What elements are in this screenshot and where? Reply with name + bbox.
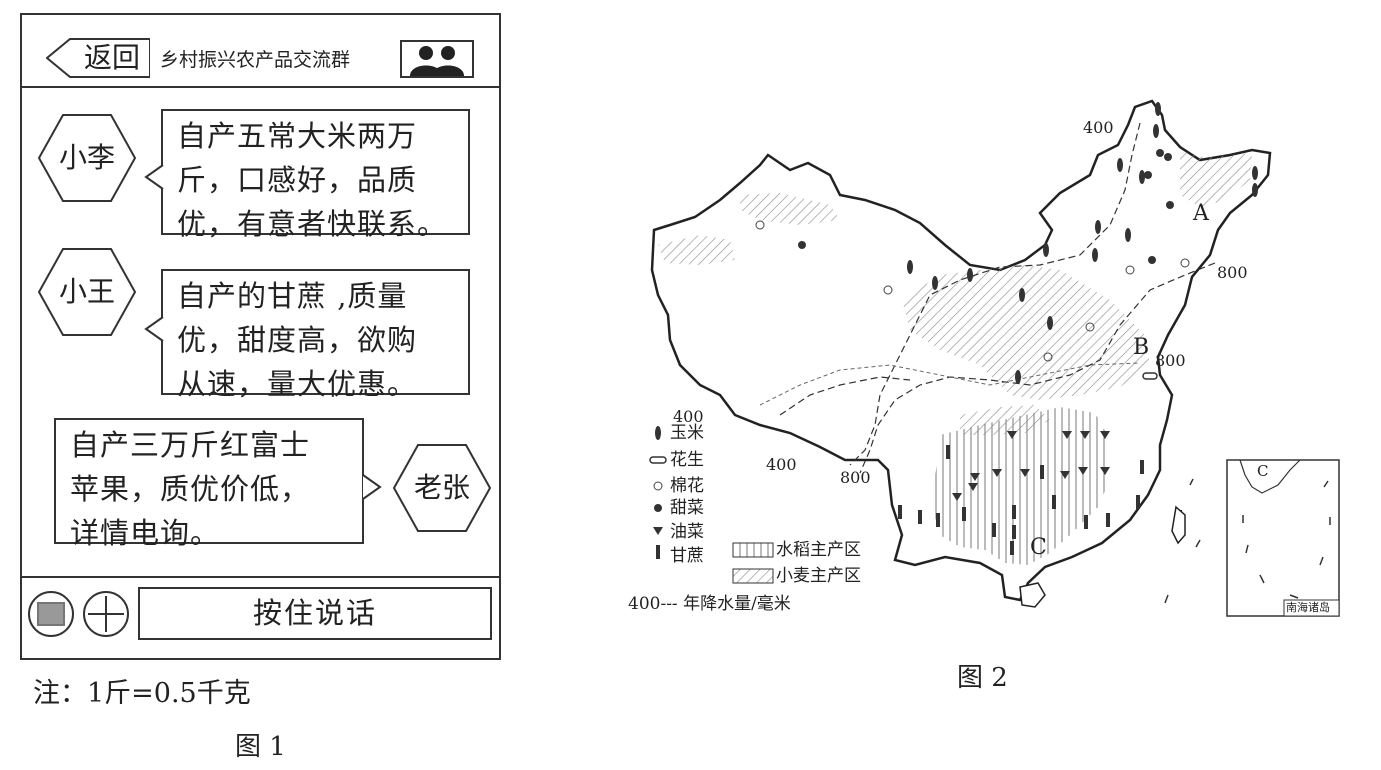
back-label: 返回 — [83, 41, 140, 74]
isohyet-800-south — [779, 376, 911, 416]
isohyet-label: 800 — [1155, 351, 1186, 370]
legend-wheat-swatch — [732, 568, 774, 584]
point-label-b: B — [1133, 335, 1150, 360]
message-line: 从速，量大优惠。 — [177, 367, 418, 401]
legend-label-wheat: 小麦主产区 — [776, 566, 861, 586]
inset-coast — [1239, 459, 1301, 494]
china-agriculture-map: A B C 400 800 800 400 400 800 C 南海诸岛 玉米 … — [628, 95, 1381, 625]
sender-name: 小王 — [58, 275, 115, 308]
legend-beet-icon — [654, 504, 662, 512]
corn-icons — [907, 102, 1258, 384]
wheat-region — [960, 405, 1050, 435]
message-bubble: 自产三万斤红富士 苹果，质优价低， 详情电询。 — [54, 418, 364, 550]
unit-note: 注：1斤=0.5千克 — [33, 678, 251, 709]
cotton-icons — [755, 220, 1190, 362]
wheat-region — [740, 193, 840, 225]
legend-label-cotton: 棉花 — [670, 476, 704, 496]
point-label-c: C — [1030, 535, 1047, 560]
isohyet-label: 800 — [1217, 263, 1248, 282]
legend-rice-swatch — [732, 542, 774, 558]
legend-peanut-icon — [649, 456, 667, 464]
inset-frame — [1226, 459, 1340, 617]
isohyet-label: 400 — [673, 407, 704, 426]
wheat-region — [1180, 150, 1252, 207]
group-title: 乡村振兴农产品交流群 — [160, 49, 351, 71]
message-line: 斤，口感好，品质 — [177, 163, 418, 197]
voice-keyboard-toggle-icon[interactable] — [27, 590, 75, 638]
legend-label-rice: 水稻主产区 — [776, 540, 861, 560]
legend-rapeseed-icon — [653, 527, 663, 535]
inset-label-c: C — [1257, 462, 1269, 480]
sender-name: 小李 — [58, 141, 115, 174]
point-label-a: A — [1193, 201, 1209, 226]
chat-header: 返回 乡村振兴农产品交流群 — [22, 15, 499, 88]
legend-label-isohyet: 400--- 年降水量/毫米 — [628, 594, 791, 614]
group-members-icon[interactable] — [400, 40, 474, 78]
isohyet-400 — [849, 122, 1141, 466]
isohyet-label: 400 — [766, 455, 797, 474]
sender-name: 老张 — [413, 471, 470, 504]
legend-sugarcane-icon — [656, 545, 660, 559]
message-bubble: 自产的甘蔗 ,质量 优，甜度高，欲购 从速，量大优惠。 — [161, 269, 470, 401]
legend-label-corn: 玉米 — [670, 423, 704, 443]
back-button[interactable]: 返回 — [46, 38, 150, 78]
map-legend — [649, 426, 774, 584]
message-line: 苹果，质优价低， — [70, 472, 311, 506]
back-arrow-icon — [46, 38, 150, 78]
river — [759, 362, 1141, 406]
taiwan-island — [1171, 505, 1186, 545]
hainan-island — [1019, 582, 1046, 608]
inset-dashes — [1242, 480, 1331, 599]
bubble-tail — [144, 164, 164, 190]
message-line: 自产五常大米两万 — [177, 119, 418, 153]
legend-label-beet: 甜菜 — [670, 498, 704, 518]
inset-caption-box — [1283, 599, 1340, 617]
inset-caption: 南海诸岛 — [1286, 601, 1330, 614]
sender-avatar-hexagon — [37, 114, 137, 202]
sender-avatar-hexagon — [37, 248, 137, 336]
message-line: 自产三万斤红富士 — [70, 428, 311, 462]
message-line: 自产的甘蔗 ,质量 — [177, 279, 408, 313]
bubble-tail — [144, 316, 164, 342]
legend-cotton-icon — [653, 481, 663, 491]
message-line: 优，有意者快联系。 — [177, 207, 448, 241]
rice-region — [932, 407, 1110, 565]
legend-label-rapeseed: 油菜 — [670, 522, 704, 542]
wheat-region — [658, 235, 735, 265]
bubble-tail — [362, 474, 382, 500]
isohyet-label: 400 — [1083, 118, 1114, 137]
map-canvas — [649, 99, 1340, 617]
message-line: 优，甜度高，欲购 — [177, 323, 418, 357]
figure-caption: 图 1 — [235, 732, 286, 762]
peanut-icons — [1142, 372, 1158, 380]
legend-corn-icon — [655, 426, 661, 440]
sea-dashes — [1164, 478, 1201, 604]
isohyet-800 — [859, 262, 1216, 474]
legend-label-peanut: 花生 — [670, 450, 704, 470]
message-bubble: 自产五常大米两万 斤，口感好，品质 优，有意者快联系。 — [161, 109, 470, 241]
figure-caption: 图 2 — [957, 663, 1008, 693]
beet-icons — [798, 149, 1174, 264]
rapeseed-icons — [952, 431, 1110, 501]
chat-phone-screen: 返回 乡村振兴农产品交流群 小李 自产五常大米两万 斤，口感好，品质 优，有意者… — [20, 13, 501, 660]
isohyet-label: 800 — [840, 468, 871, 487]
sender-avatar-hexagon — [392, 444, 492, 532]
legend-label-sugarcane: 甘蔗 — [670, 546, 704, 566]
plus-icon[interactable] — [82, 590, 130, 638]
message-line: 详情电询。 — [70, 516, 221, 550]
people-icon — [410, 46, 464, 76]
hold-to-talk-button[interactable]: 按住说话 — [138, 587, 492, 640]
input-bar: 按住说话 — [22, 576, 499, 658]
